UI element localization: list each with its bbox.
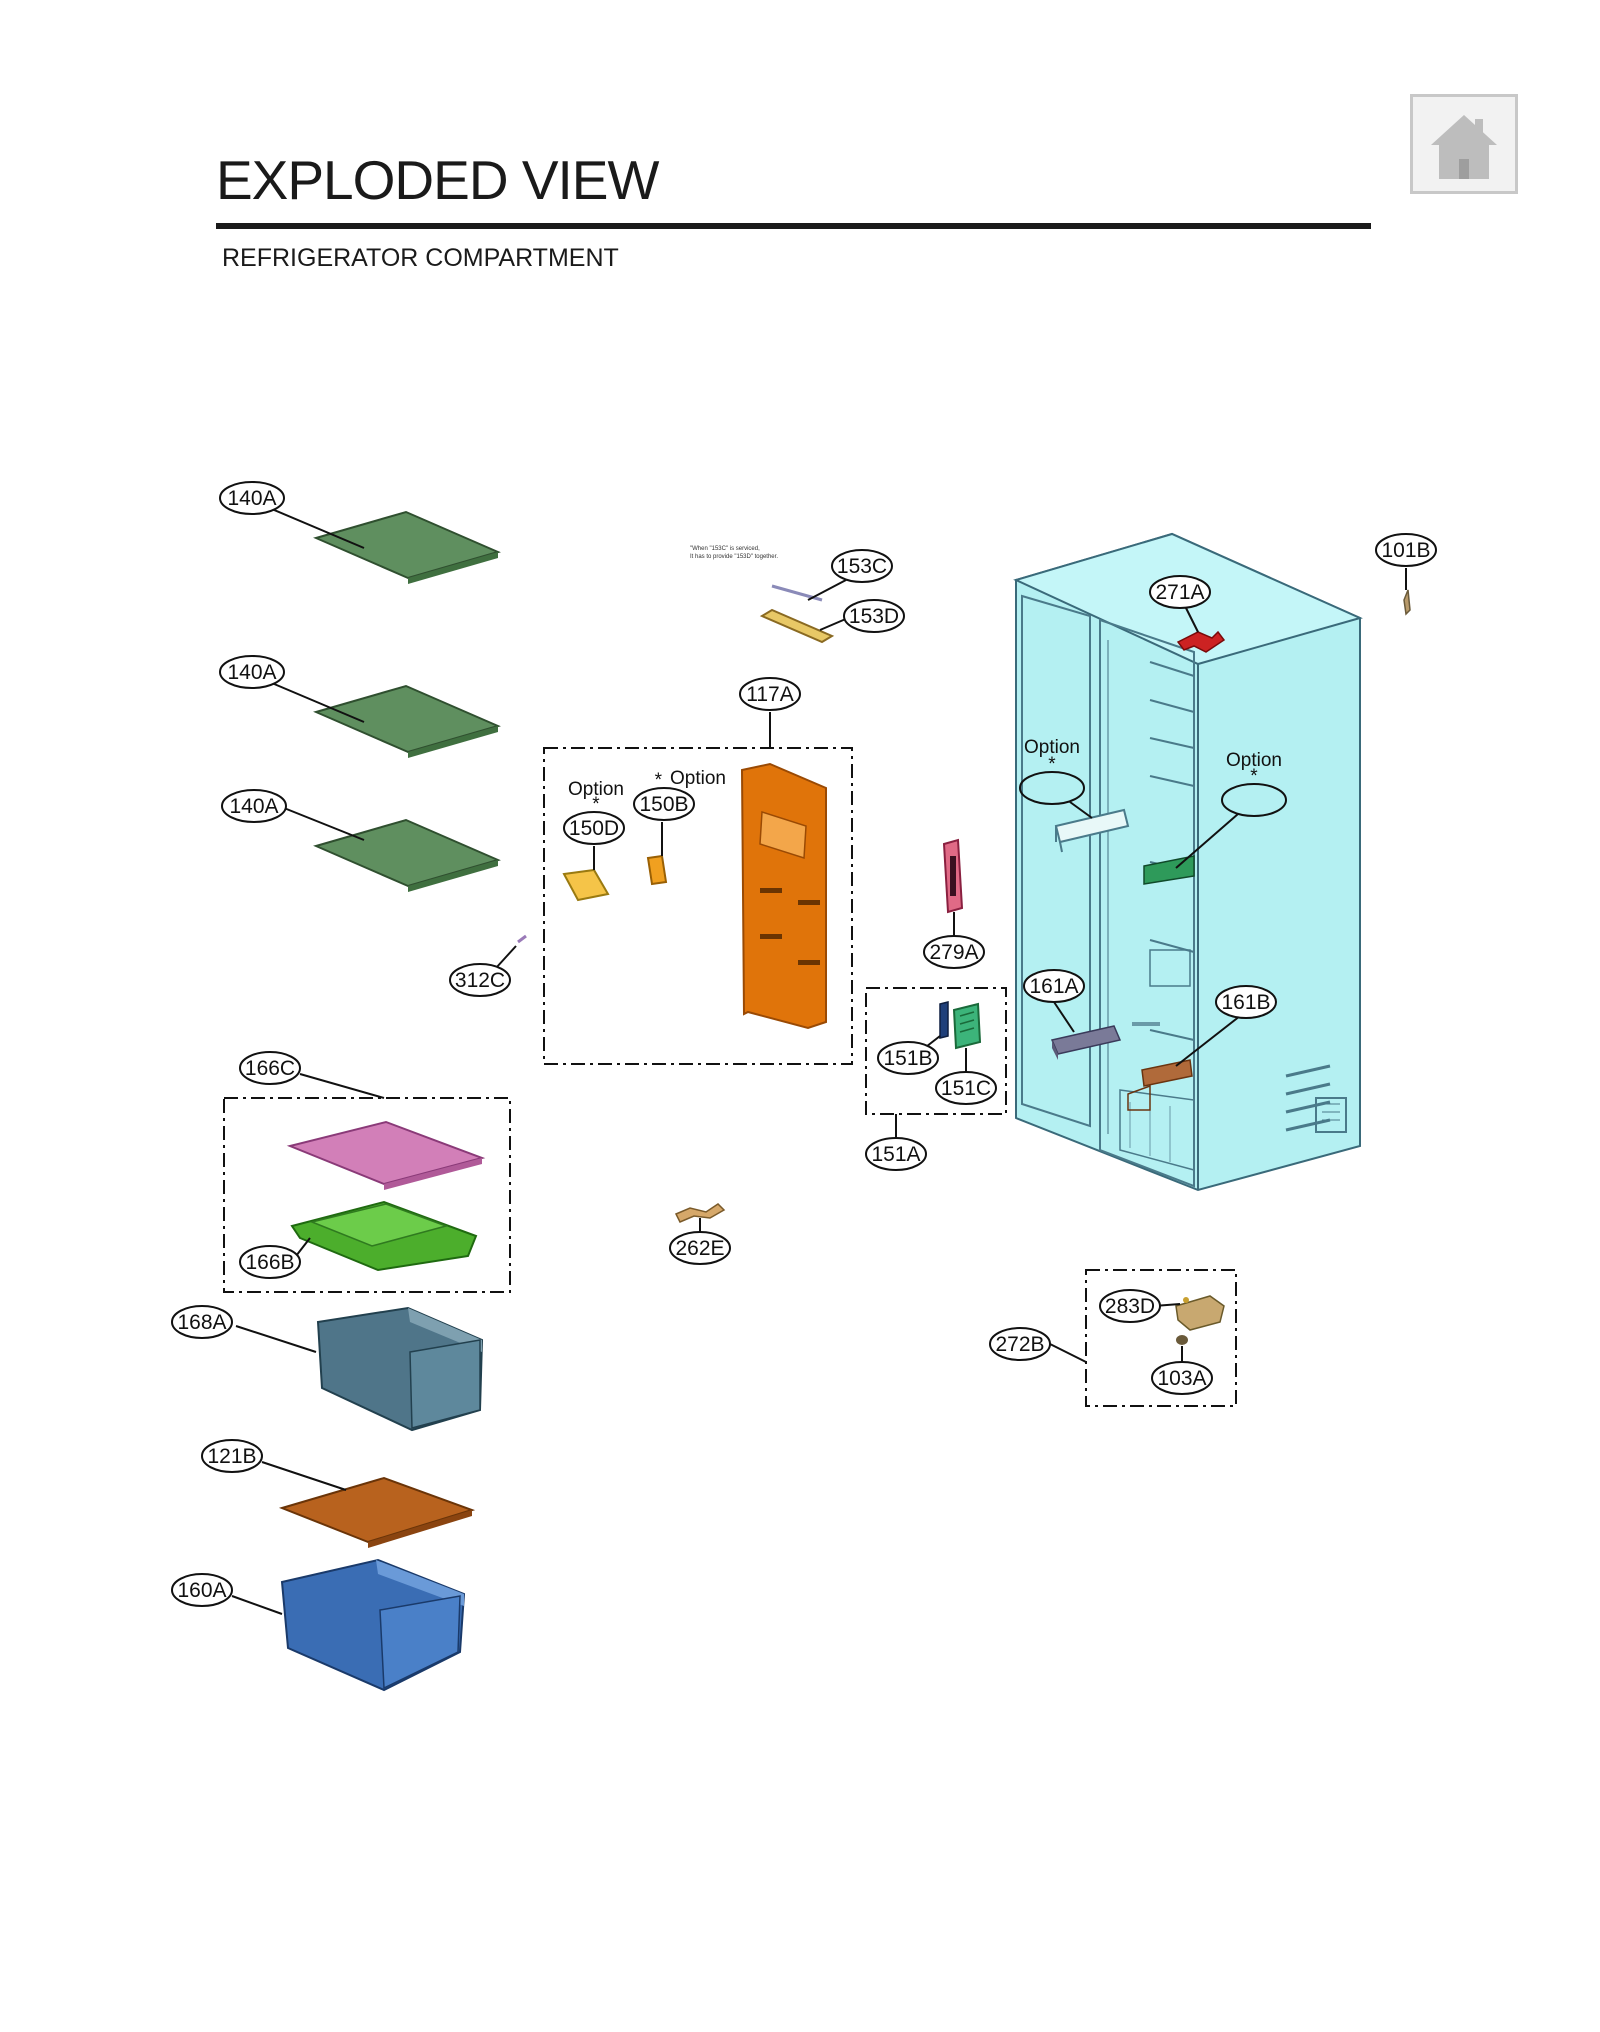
callout-262E: 262E <box>675 1237 724 1260</box>
part-160A-drawer: 160A <box>171 1558 466 1692</box>
callout-121B: 121B <box>207 1445 256 1468</box>
glass-shelf-top: 140A <box>219 481 501 584</box>
callout-151A: 151A <box>871 1143 920 1166</box>
callout-101B: 101B <box>1381 539 1430 562</box>
callout-140A-top: 140A <box>227 487 276 510</box>
part-101B: 101B <box>1375 533 1437 616</box>
option-right-part: Option * <box>1143 750 1287 885</box>
home-icon <box>1431 115 1497 179</box>
option-star-150D: * <box>592 794 600 815</box>
callout-271A: 271A <box>1155 581 1204 604</box>
title-divider <box>216 223 1371 229</box>
callout-103A: 103A <box>1157 1367 1206 1390</box>
callout-150D: 150D <box>569 817 619 840</box>
callout-117A: 117A <box>746 683 794 706</box>
callout-151C: 151C <box>941 1077 991 1100</box>
part-272B-group: 272B 283D 103A <box>989 1269 1237 1407</box>
callout-166B: 166B <box>245 1251 294 1274</box>
part-161B: 161B <box>1127 985 1277 1111</box>
callout-166C: 166C <box>245 1057 295 1080</box>
callout-279A: 279A <box>929 941 978 964</box>
glass-shelf-middle: 140A <box>219 655 501 758</box>
callout-161A: 161A <box>1029 975 1078 998</box>
service-note-line1: "When "153C" is serviced, <box>690 546 760 552</box>
callout-140A-middle: 140A <box>227 661 276 684</box>
part-271A: 271A <box>1149 575 1226 653</box>
part-262E: 262E <box>669 1203 731 1265</box>
callout-140A-bottom: 140A <box>229 795 278 818</box>
callout-312C: 312C <box>455 969 505 992</box>
duct-assembly-group: 117A 150D Option * 150B * Option <box>543 677 853 1065</box>
home-button[interactable] <box>1410 94 1518 194</box>
part-312C: 312C <box>449 934 527 997</box>
callout-161B: 161B <box>1221 991 1270 1014</box>
callout-272B: 272B <box>995 1333 1044 1356</box>
service-note: "When "153C" is serviced, It has to prov… <box>690 546 778 560</box>
part-151A-group: 151A 151B 151C <box>865 987 1007 1171</box>
option-label-150B: Option <box>670 768 726 789</box>
option-star-left: * <box>1048 754 1056 775</box>
part-279A: 279A <box>923 838 985 969</box>
option-left-part: Option * <box>1019 737 1130 853</box>
callout-153D: 153D <box>849 605 899 628</box>
part-153D: 153D <box>759 599 905 644</box>
page-subtitle: REFRIGERATOR COMPARTMENT <box>222 244 619 272</box>
page-title: EXPLODED VIEW <box>216 149 659 211</box>
callout-150B: 150B <box>639 793 688 816</box>
callout-160A: 160A <box>177 1579 226 1602</box>
option-label-left: Option <box>1024 737 1080 758</box>
part-168A-drawer: 168A <box>171 1305 484 1432</box>
callout-168A: 168A <box>177 1311 226 1334</box>
option-label-right: Option <box>1226 750 1282 771</box>
part-161A: 161A <box>1023 969 1122 1060</box>
option-star-150B: * <box>655 770 663 791</box>
part-153C: 153C <box>771 549 893 602</box>
callout-283D: 283D <box>1105 1295 1155 1318</box>
callout-151B: 151B <box>883 1047 932 1070</box>
glass-shelf-bottom: 140A <box>221 789 501 892</box>
part-121B-cover: 121B <box>201 1439 476 1548</box>
part-166C-group: 166C 166B <box>223 1051 511 1293</box>
callout-153C: 153C <box>837 555 887 578</box>
service-note-line2: It has to provide "153D" together. <box>690 554 778 560</box>
option-label-150D: Option <box>568 779 624 800</box>
option-star-right: * <box>1250 766 1258 787</box>
